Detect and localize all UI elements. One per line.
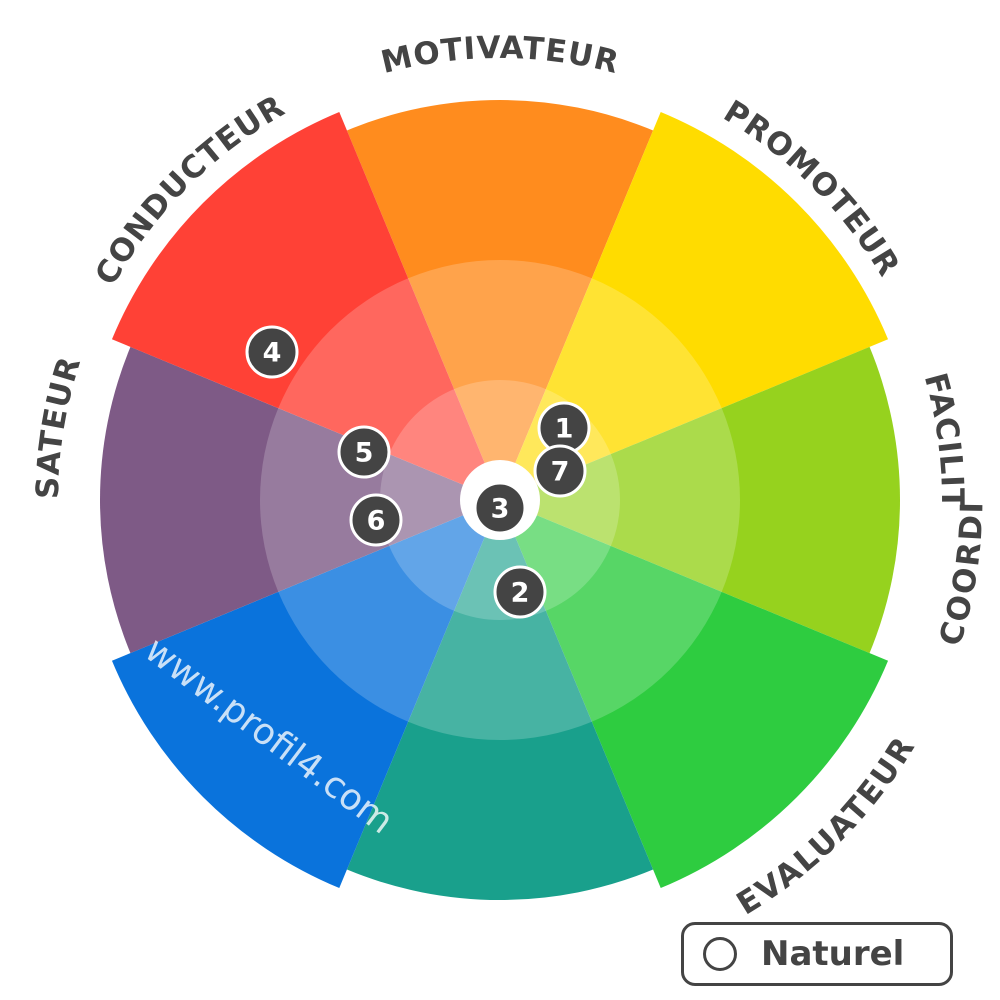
marker-circle: [349, 493, 403, 547]
legend-label: Naturel: [761, 934, 905, 974]
segment-organisateur: [100, 346, 501, 654]
marker-circle: [493, 565, 547, 619]
marker-number: 3: [491, 494, 510, 525]
segment-motivateur: [346, 100, 654, 501]
marker-number: 1: [555, 414, 574, 445]
segment-conducteur: [111, 111, 501, 501]
marker-5: 5: [337, 425, 391, 479]
marker-number: 2: [511, 578, 530, 609]
legend-circle-icon: [703, 937, 737, 971]
segment-promoteur: [500, 111, 889, 501]
marker-3: 3: [473, 481, 527, 535]
marker-circle: [337, 425, 391, 479]
label-supporteur: SUPPORTEUR: [0, 0, 14, 30]
marker-4: 4: [245, 325, 299, 379]
marker-number: 5: [355, 438, 374, 469]
legend: Naturel: [681, 922, 953, 986]
segment-supporteur: [500, 500, 889, 889]
marker-circle: [473, 481, 527, 535]
label-motivateur: MOTIVATEUR: [378, 30, 623, 81]
segment-coordinateur: [346, 500, 654, 900]
marker-number: 7: [551, 457, 570, 488]
marker-number: 4: [263, 338, 282, 369]
marker-7: 7: [533, 444, 587, 498]
label-organisateur: ORGANISATEUR: [0, 0, 88, 499]
markers: 1 7 3 2 4 5 6: [245, 325, 591, 619]
marker-circle: [245, 325, 299, 379]
marker-1: 1: [537, 401, 591, 455]
marker-number: 6: [367, 506, 386, 537]
marker-circle: [533, 444, 587, 498]
wheel-segments: [100, 100, 900, 900]
marker-2: 2: [493, 565, 547, 619]
segment-evaluateur: [111, 500, 501, 889]
marker-6: 6: [349, 493, 403, 547]
segment-facilitateur: [500, 346, 900, 654]
